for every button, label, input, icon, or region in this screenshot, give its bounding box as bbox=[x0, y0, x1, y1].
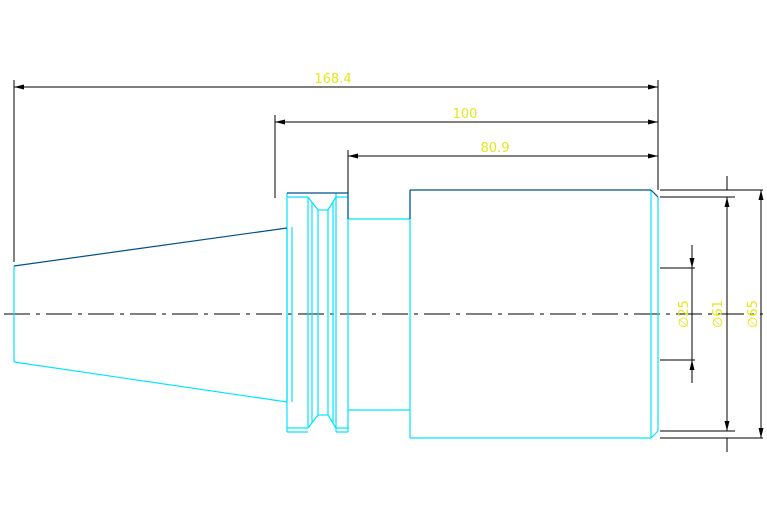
dimension-flange-to-end: 80.9 bbox=[481, 141, 510, 156]
upper-edges bbox=[13, 189, 659, 267]
dimension-bore-diameter: ∅25 bbox=[677, 300, 692, 328]
vertical-dimensions bbox=[660, 176, 764, 452]
dimension-overall-length: 168.4 bbox=[314, 72, 351, 87]
dimension-taper-to-end: 100 bbox=[453, 107, 478, 122]
dimension-body-diameter: ∅61 bbox=[711, 300, 726, 328]
horizontal-dimensions bbox=[13, 80, 659, 262]
tool-holder-outline bbox=[13, 190, 659, 439]
dimension-outer-diameter: ∅65 bbox=[746, 300, 761, 328]
